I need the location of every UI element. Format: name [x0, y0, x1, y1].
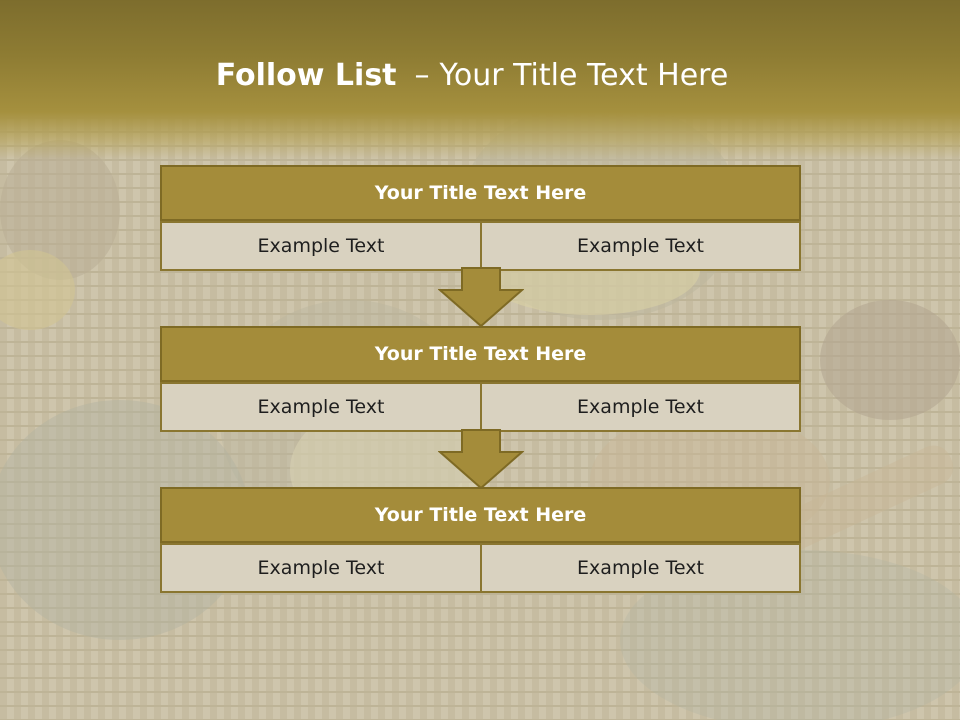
title-bold: Follow List [215, 58, 397, 93]
slide-title: Follow List–Your Title Text Here [0, 54, 944, 98]
step-cell-left: Example Text [160, 543, 482, 593]
title-rest: Your Title Text Here [439, 58, 729, 93]
down-arrow-icon [438, 429, 524, 490]
step-block-3: Your Title Text Here Example Text Exampl… [160, 487, 801, 593]
step-title: Your Title Text Here [160, 165, 801, 221]
step-cell-left: Example Text [160, 221, 482, 271]
step-cell-right: Example Text [480, 382, 801, 432]
step-title: Your Title Text Here [160, 487, 801, 543]
step-block-1: Your Title Text Here Example Text Exampl… [160, 165, 801, 271]
title-separator: – [414, 58, 430, 93]
step-cell-right: Example Text [480, 543, 801, 593]
down-arrow-icon [438, 267, 524, 328]
step-title: Your Title Text Here [160, 326, 801, 382]
header-band [0, 0, 960, 160]
step-block-2: Your Title Text Here Example Text Exampl… [160, 326, 801, 432]
step-cell-right: Example Text [480, 221, 801, 271]
step-cell-left: Example Text [160, 382, 482, 432]
